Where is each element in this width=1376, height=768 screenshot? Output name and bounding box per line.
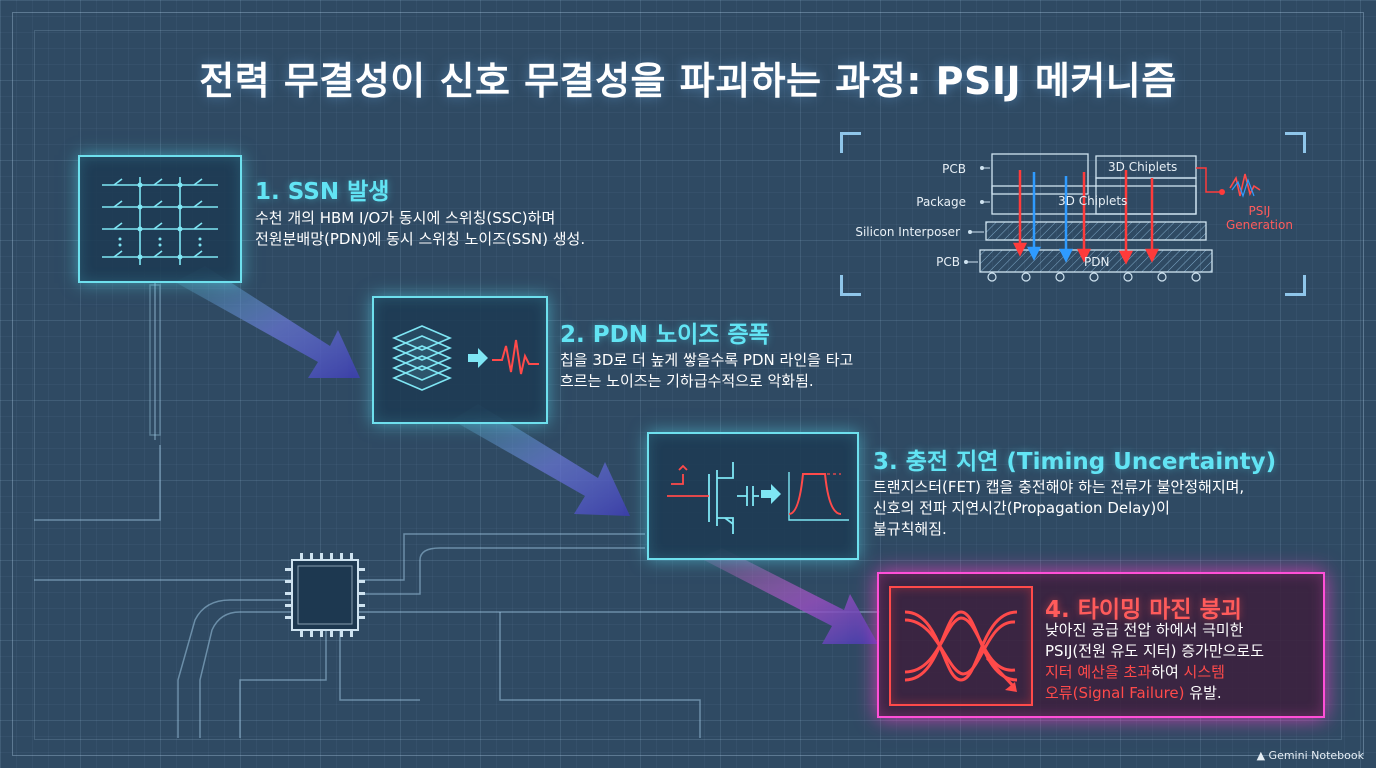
step-4-line-3-mid: 하여 bbox=[1151, 663, 1184, 681]
brand-text: Gemini Notebook bbox=[1268, 749, 1364, 762]
package-stack-inset: PCB Package Silicon Interposer PCB 3D Ch… bbox=[840, 132, 1306, 296]
step-3-description: 트랜지스터(FET) 캡을 충전해야 하는 전류가 불안정해지며, 신호의 전파… bbox=[873, 477, 1244, 540]
label-pcb-bottom: PCB bbox=[936, 255, 960, 269]
arrow-right-icon bbox=[761, 484, 781, 504]
chip-icon bbox=[285, 553, 365, 637]
inset-corner bbox=[840, 132, 861, 153]
step-2-description: 칩을 3D로 더 높게 쌓을수록 PDN 라인을 타고 흐르는 노이즈는 기하급… bbox=[560, 350, 853, 392]
label-package: Package bbox=[916, 195, 966, 209]
noise-wave-icon bbox=[492, 339, 539, 375]
signal-failure-highlight: 오류(Signal Failure) bbox=[1045, 684, 1185, 702]
stack-noise-icon bbox=[391, 325, 539, 391]
step-4-title: 4. 타이밍 마진 붕괴 bbox=[1045, 597, 1242, 623]
step-3-line-2: 신호의 전파 지연시간(Propagation Delay)이 bbox=[873, 499, 1170, 517]
step-2-line-1: 칩을 3D로 더 높게 쌓을수록 PDN 라인을 타고 bbox=[560, 351, 854, 369]
arrow-right-icon bbox=[468, 348, 488, 368]
step-2-title: 2. PDN 노이즈 증폭 bbox=[560, 322, 770, 348]
step-4-line-3: 지터 예산을 초과하여 시스템 bbox=[1045, 662, 1264, 683]
flow-arrow-3 bbox=[700, 548, 878, 644]
psij-wave-icon bbox=[1229, 173, 1261, 197]
step-4-line-4-end: 유발. bbox=[1184, 684, 1222, 702]
label-generation: Generation bbox=[1226, 218, 1293, 232]
step-2-line-2: 흐르는 노이즈는 기하급수적으로 악화됨. bbox=[560, 372, 814, 390]
step-3-line-3: 불규칙해짐. bbox=[873, 520, 947, 538]
label-pcb-top: PCB bbox=[942, 162, 966, 176]
transistor-delay-icon bbox=[667, 462, 849, 534]
page-title: 전력 무결성이 신호 무결성을 파괴하는 과정: PSIJ 메커니즘 bbox=[199, 59, 1177, 103]
flow-arrow-1 bbox=[175, 266, 360, 378]
step-4-line-4: 오류(Signal Failure) 유발. bbox=[1045, 683, 1264, 704]
delayed-pulse-icon bbox=[788, 473, 842, 515]
label-psij-generation: PSIJ Generation bbox=[1226, 204, 1293, 232]
pdn-noise-card bbox=[372, 296, 548, 424]
label-chiplets-top: 3D Chiplets bbox=[1108, 160, 1178, 174]
switch-matrix-icon bbox=[102, 177, 218, 265]
charge-delay-card bbox=[647, 432, 859, 560]
brand-logo-icon: ▲ bbox=[1256, 749, 1266, 762]
label-pdn: PDN bbox=[1084, 255, 1110, 269]
inset-corner bbox=[1285, 275, 1306, 296]
label-chiplets-mid: 3D Chiplets bbox=[1058, 194, 1128, 208]
step-3-title: 3. 충전 지연 (Timing Uncertainty) bbox=[873, 449, 1277, 475]
stack-cross-section bbox=[964, 153, 1261, 282]
step-4-description: 낮아진 공급 전압 하에서 극미한 PSIJ(전원 유도 지터) 증가만으로도 … bbox=[1045, 620, 1264, 704]
step-1-line-1: 수천 개의 HBM I/O가 동시에 스위칭(SSC)하며 bbox=[255, 209, 556, 227]
eye-diagram-icon bbox=[904, 610, 1018, 692]
jitter-budget-highlight: 지터 예산을 초과 bbox=[1045, 663, 1152, 681]
label-psij: PSIJ bbox=[1248, 204, 1271, 218]
label-silicon-interposer: Silicon Interposer bbox=[855, 225, 960, 239]
inset-corner bbox=[1285, 132, 1306, 153]
step-4-line-2: PSIJ(전원 유도 지터) 증가만으로도 bbox=[1045, 642, 1265, 660]
inset-corner bbox=[840, 275, 861, 296]
ssn-switch-card bbox=[78, 155, 242, 283]
brand-watermark: ▲ Gemini Notebook bbox=[1257, 749, 1364, 762]
step-3-line-1: 트랜지스터(FET) 캡을 충전해야 하는 전류가 불안정해지며, bbox=[873, 478, 1245, 496]
flow-arrow-2 bbox=[452, 404, 630, 516]
step-1-title: 1. SSN 발생 bbox=[255, 179, 390, 205]
system-highlight: 시스템 bbox=[1183, 663, 1225, 681]
step-1-line-2: 전원분배망(PDN)에 동시 스위칭 노이즈(SSN) 생성. bbox=[255, 230, 586, 248]
step-1-description: 수천 개의 HBM I/O가 동시에 스위칭(SSC)하며 전원분배망(PDN)… bbox=[255, 208, 585, 250]
timing-margin-card bbox=[877, 572, 1325, 718]
step-4-line-1: 낮아진 공급 전압 하에서 극미한 bbox=[1045, 621, 1244, 639]
eye-diagram-panel bbox=[889, 586, 1033, 706]
